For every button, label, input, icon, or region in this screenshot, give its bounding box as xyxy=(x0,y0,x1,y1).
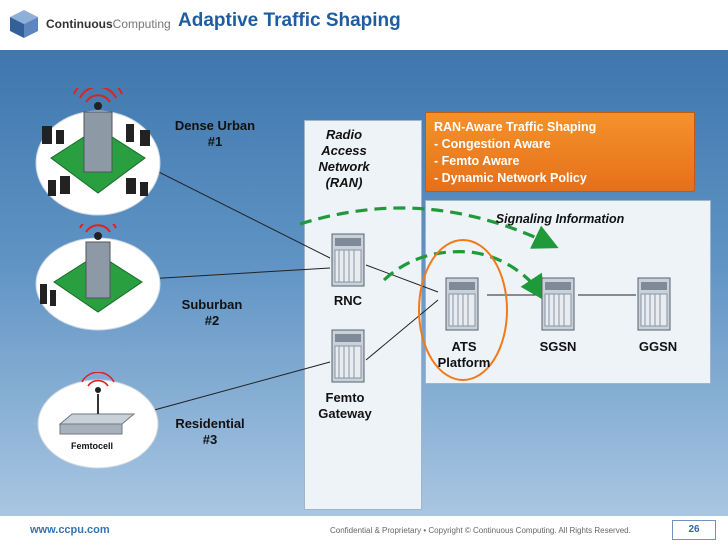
link-femto-gateway-ats xyxy=(365,299,439,361)
sgsn-label: SGSN xyxy=(539,339,577,354)
ran-aware-item-text: Dynamic Network Policy xyxy=(441,171,587,185)
ran-label: Radio Access Network (RAN) xyxy=(304,127,384,191)
ran-aware-title: RAN-Aware Traffic Shaping xyxy=(434,120,597,134)
rnc-label: RNC xyxy=(333,293,363,308)
ran-aware-item: - Femto Aware xyxy=(434,154,520,168)
logo-light-text: Computing xyxy=(112,17,171,31)
ran-label-text: Radio Access Network (RAN) xyxy=(318,127,370,190)
slide-footer: www.ccpu.com Confidential & Proprietary … xyxy=(0,516,728,546)
femtocell-label: Femtocell xyxy=(70,441,113,451)
dense-urban-label: Dense Urban #1 xyxy=(165,118,265,150)
ran-aware-item-text: Congestion Aware xyxy=(441,137,551,151)
ats-platform-text: ATS Platform xyxy=(437,339,491,370)
ran-panel xyxy=(304,120,422,510)
continuous-computing-logo-icon xyxy=(10,10,38,38)
link-residential-femto-gateway xyxy=(124,361,331,419)
ran-aware-item: - Dynamic Network Policy xyxy=(434,171,587,185)
ran-aware-box: RAN-Aware Traffic Shaping - Congestion A… xyxy=(425,112,695,192)
ats-platform-label: ATS Platform xyxy=(426,339,502,371)
ggsn-server-icon xyxy=(637,277,671,331)
ats-server-icon xyxy=(445,277,479,331)
sgsn-server-icon xyxy=(541,277,575,331)
footer-url: www.ccpu.com xyxy=(30,524,110,536)
page-number: 26 xyxy=(672,520,716,540)
footer-copyright: Confidential & Proprietary • Copyright ©… xyxy=(330,526,631,535)
rnc-server-icon xyxy=(331,233,365,287)
ats-highlight-oval xyxy=(418,239,508,381)
suburban-zone xyxy=(35,224,161,331)
ggsn-label: GGSN xyxy=(638,339,678,354)
femto-gateway-text: Femto Gateway xyxy=(318,390,372,421)
femto-gateway-label: Femto Gateway xyxy=(305,390,385,422)
suburban-label: Suburban #2 xyxy=(162,297,262,329)
ran-aware-item-text: Femto Aware xyxy=(441,154,520,168)
suburban-text: Suburban #2 xyxy=(181,297,243,328)
residential-text: Residential #3 xyxy=(175,416,245,447)
link-suburban-rnc xyxy=(129,267,331,281)
slide-title: Adaptive Traffic Shaping xyxy=(178,10,401,31)
company-logo-text: ContinuousComputing xyxy=(46,17,171,31)
dense-urban-zone xyxy=(35,88,161,216)
signaling-information-label: Signaling Information xyxy=(495,212,625,226)
link-rnc-ats xyxy=(365,264,439,293)
slide-header: ContinuousComputing Adaptive Traffic Sha… xyxy=(0,0,728,50)
femto-gateway-server-icon xyxy=(331,329,365,383)
ran-aware-item: - Congestion Aware xyxy=(434,137,551,151)
signaling-arrow-bottom xyxy=(382,250,546,301)
dense-urban-text: Dense Urban #1 xyxy=(174,118,256,149)
residential-zone xyxy=(37,372,159,469)
logo-bold-text: Continuous xyxy=(46,17,113,31)
residential-label: Residential #3 xyxy=(160,416,260,448)
